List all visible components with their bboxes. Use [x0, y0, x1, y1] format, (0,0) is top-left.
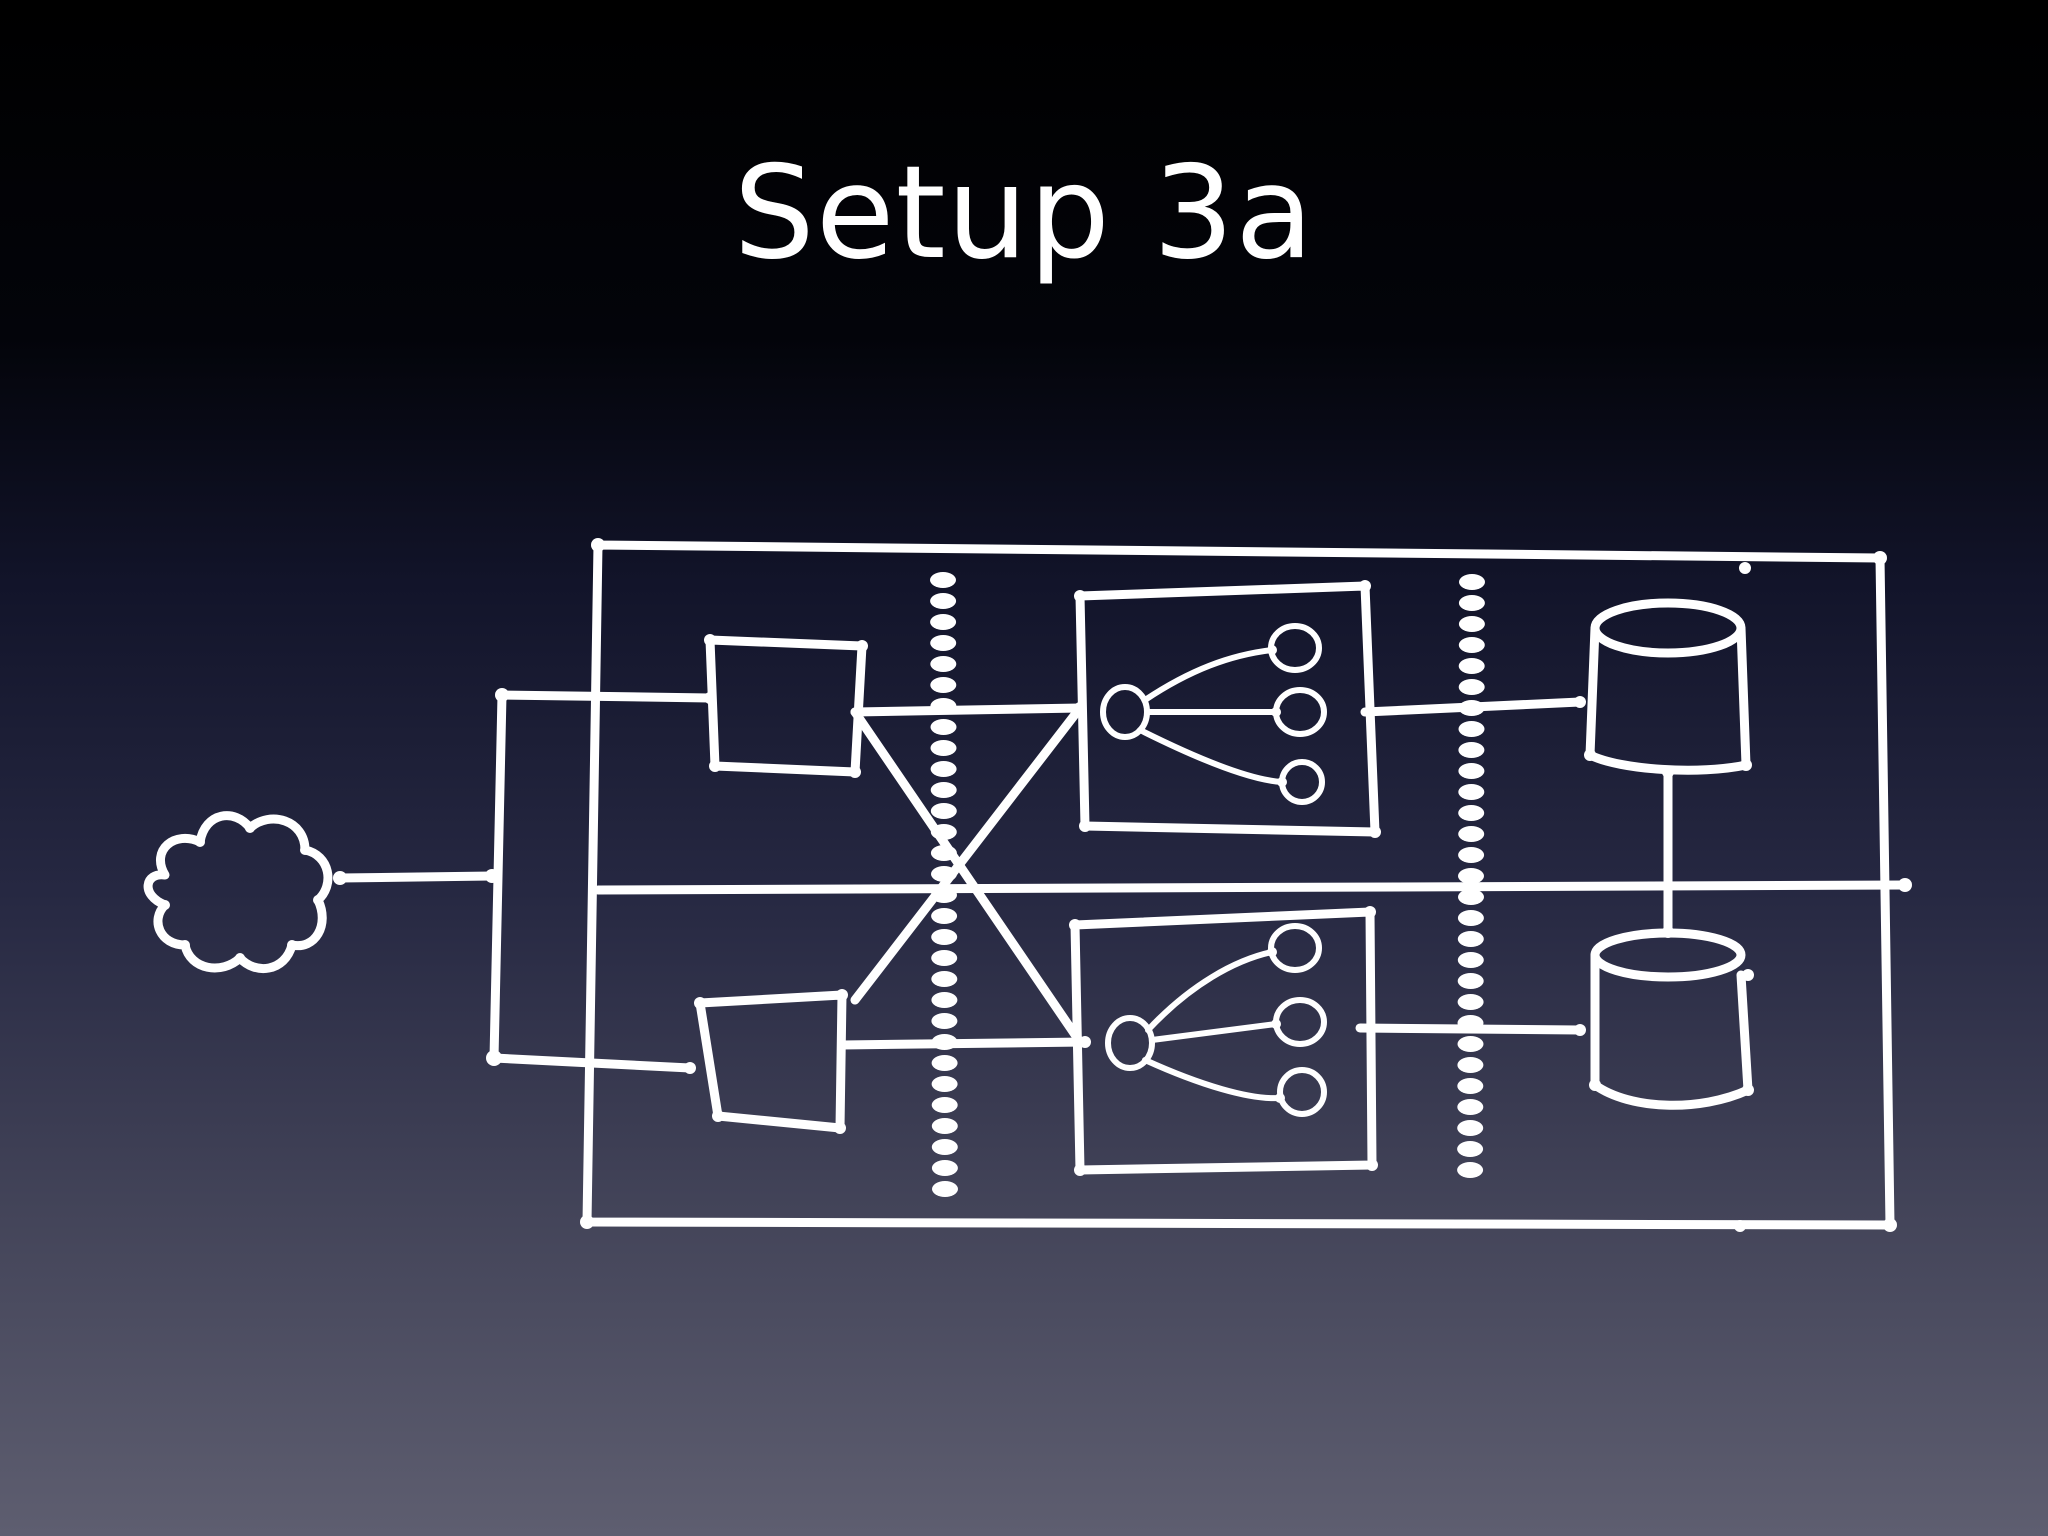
firewall-dot: [1458, 868, 1484, 884]
firewall-dot: [1457, 1120, 1484, 1136]
firewall-dot: [1457, 1057, 1484, 1073]
cross-links: [837, 702, 1091, 1050]
firewall-dot: [1458, 679, 1485, 695]
firewall-dot: [930, 656, 957, 672]
cloud-icon: [143, 811, 333, 973]
uplink-connector: [333, 688, 716, 1074]
firewall-dot: [931, 971, 958, 987]
firewall-dot: [931, 950, 958, 966]
firewall-dot: [1457, 910, 1484, 926]
firewall-dot: [1458, 658, 1485, 674]
replication-link: [1662, 766, 1674, 938]
firewall-dot: [1458, 637, 1485, 653]
firewall-dot: [1457, 1099, 1484, 1115]
firewall-dot: [1458, 721, 1485, 737]
firewall-dot: [1457, 931, 1484, 947]
firewall-dot: [932, 1181, 958, 1197]
firewall-dot: [931, 1139, 958, 1155]
database-cylinder-icon: [1584, 598, 1752, 775]
firewall-dot: [1457, 1162, 1484, 1178]
server-box-icon: [694, 989, 848, 1134]
firewall-dot: [930, 677, 957, 693]
firewall-dot: [930, 740, 957, 756]
slide-title: Setup 3a: [733, 139, 1315, 288]
firewall-dot: [930, 782, 957, 798]
firewall-dot: [931, 1118, 958, 1134]
firewall-dot: [931, 1160, 958, 1176]
firewall-dot: [930, 803, 957, 819]
firewall-dot: [1458, 595, 1485, 611]
firewall-dot: [930, 614, 957, 630]
firewall-dot: [930, 761, 957, 777]
firewall-dot: [1457, 1078, 1484, 1094]
firewall-dot: [1458, 826, 1485, 842]
firewall-dot: [1458, 889, 1484, 905]
process-tree-icon: [1074, 580, 1381, 838]
server-box-icon: [704, 634, 868, 778]
database-cylinder-icon: [1589, 928, 1754, 1110]
datacenter-frame: [580, 538, 1912, 1232]
firewall-dot: [1457, 952, 1484, 968]
firewall-dot: [931, 1097, 958, 1113]
firewall-dot: [1458, 784, 1485, 800]
firewall-dot: [1457, 1036, 1484, 1052]
firewall-dot: [930, 572, 956, 588]
firewall-dot: [1459, 574, 1485, 590]
firewall-dot: [931, 929, 958, 945]
firewall-dot: [930, 635, 957, 651]
firewall-dot: [931, 1076, 958, 1092]
firewall-dot: [931, 992, 958, 1008]
firewall-dot: [931, 908, 958, 924]
firewall-dot: [931, 1013, 958, 1029]
process-tree-icon: [1069, 906, 1378, 1176]
firewall-dot: [930, 719, 957, 735]
firewall-dot: [1457, 1141, 1484, 1157]
firewall-dot: [930, 593, 957, 609]
firewall-dot: [1457, 994, 1484, 1010]
firewall-dot: [1458, 742, 1485, 758]
firewall-dot: [931, 1055, 958, 1071]
firewall-dot: [1458, 763, 1485, 779]
firewall-dot: [1457, 973, 1484, 989]
firewall-dot: [1458, 616, 1485, 632]
db-links: [1355, 696, 1586, 1036]
firewall-dot: [1458, 805, 1485, 821]
firewall-dot: [1458, 847, 1485, 863]
firewall-separator-right: [1457, 574, 1485, 1178]
